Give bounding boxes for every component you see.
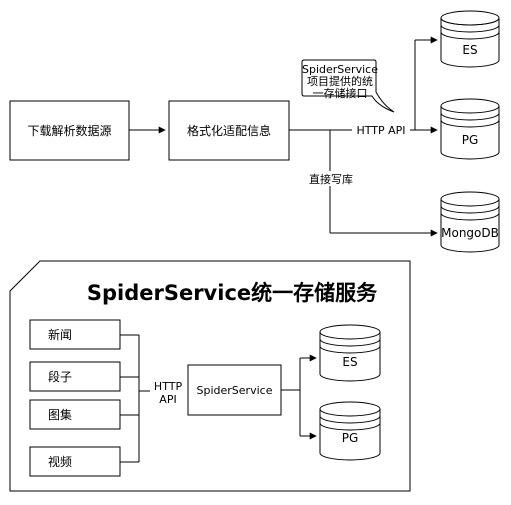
callout-line-2: 项目提供的统: [307, 74, 373, 88]
bottom-title: SpiderService统一存储服务: [87, 281, 378, 305]
bottom-http-label-bg: [150, 379, 186, 407]
mongodb-label: MongoDB: [441, 226, 499, 240]
top-section: 下载解析数据源 格式化适配信息 HTTP API 直接写库 SpiderServ…: [9, 10, 500, 253]
format-box: [168, 100, 290, 161]
bottom-section: SpiderService统一存储服务 新闻 段子 图集 视频 HTTP API…: [9, 260, 411, 492]
source-box-label: 下载解析数据源: [27, 123, 111, 138]
input-label-video: 视频: [48, 454, 72, 469]
input-label-news: 新闻: [48, 327, 72, 342]
mongodb-database-icon: [440, 191, 500, 253]
input-label-gallery: 图集: [48, 407, 72, 422]
http-label-bg: [352, 123, 410, 137]
es-label-bottom: ES: [342, 355, 357, 369]
direct-label: 直接写库: [309, 172, 353, 186]
input-box-news: [29, 319, 121, 350]
pg-label-bottom: PG: [342, 431, 359, 445]
pg-database-icon-bottom: [319, 401, 381, 461]
bottom-http-label-2: API: [159, 393, 176, 406]
pg-database-icon: [440, 98, 500, 160]
input-box-jokes: [29, 361, 121, 392]
callout-bubble: [301, 59, 395, 113]
input-box-video: [29, 446, 121, 477]
callout-line-1: SpiderService: [302, 63, 378, 76]
es-label: ES: [462, 43, 477, 57]
callout-line-3: 一存储接口: [313, 86, 368, 100]
es-database-icon-bottom: [319, 324, 381, 382]
input-box-gallery: [29, 399, 121, 430]
source-box: [9, 100, 130, 161]
spider-service-label: SpiderService: [197, 384, 273, 397]
direct-label-bg: [305, 171, 357, 186]
es-database-icon: [440, 10, 500, 68]
bottom-http-label-1: HTTP: [154, 380, 183, 393]
http-label: HTTP API: [356, 124, 405, 137]
input-label-jokes: 段子: [48, 369, 72, 384]
format-box-label: 格式化适配信息: [187, 123, 271, 138]
pg-label: PG: [462, 133, 479, 147]
